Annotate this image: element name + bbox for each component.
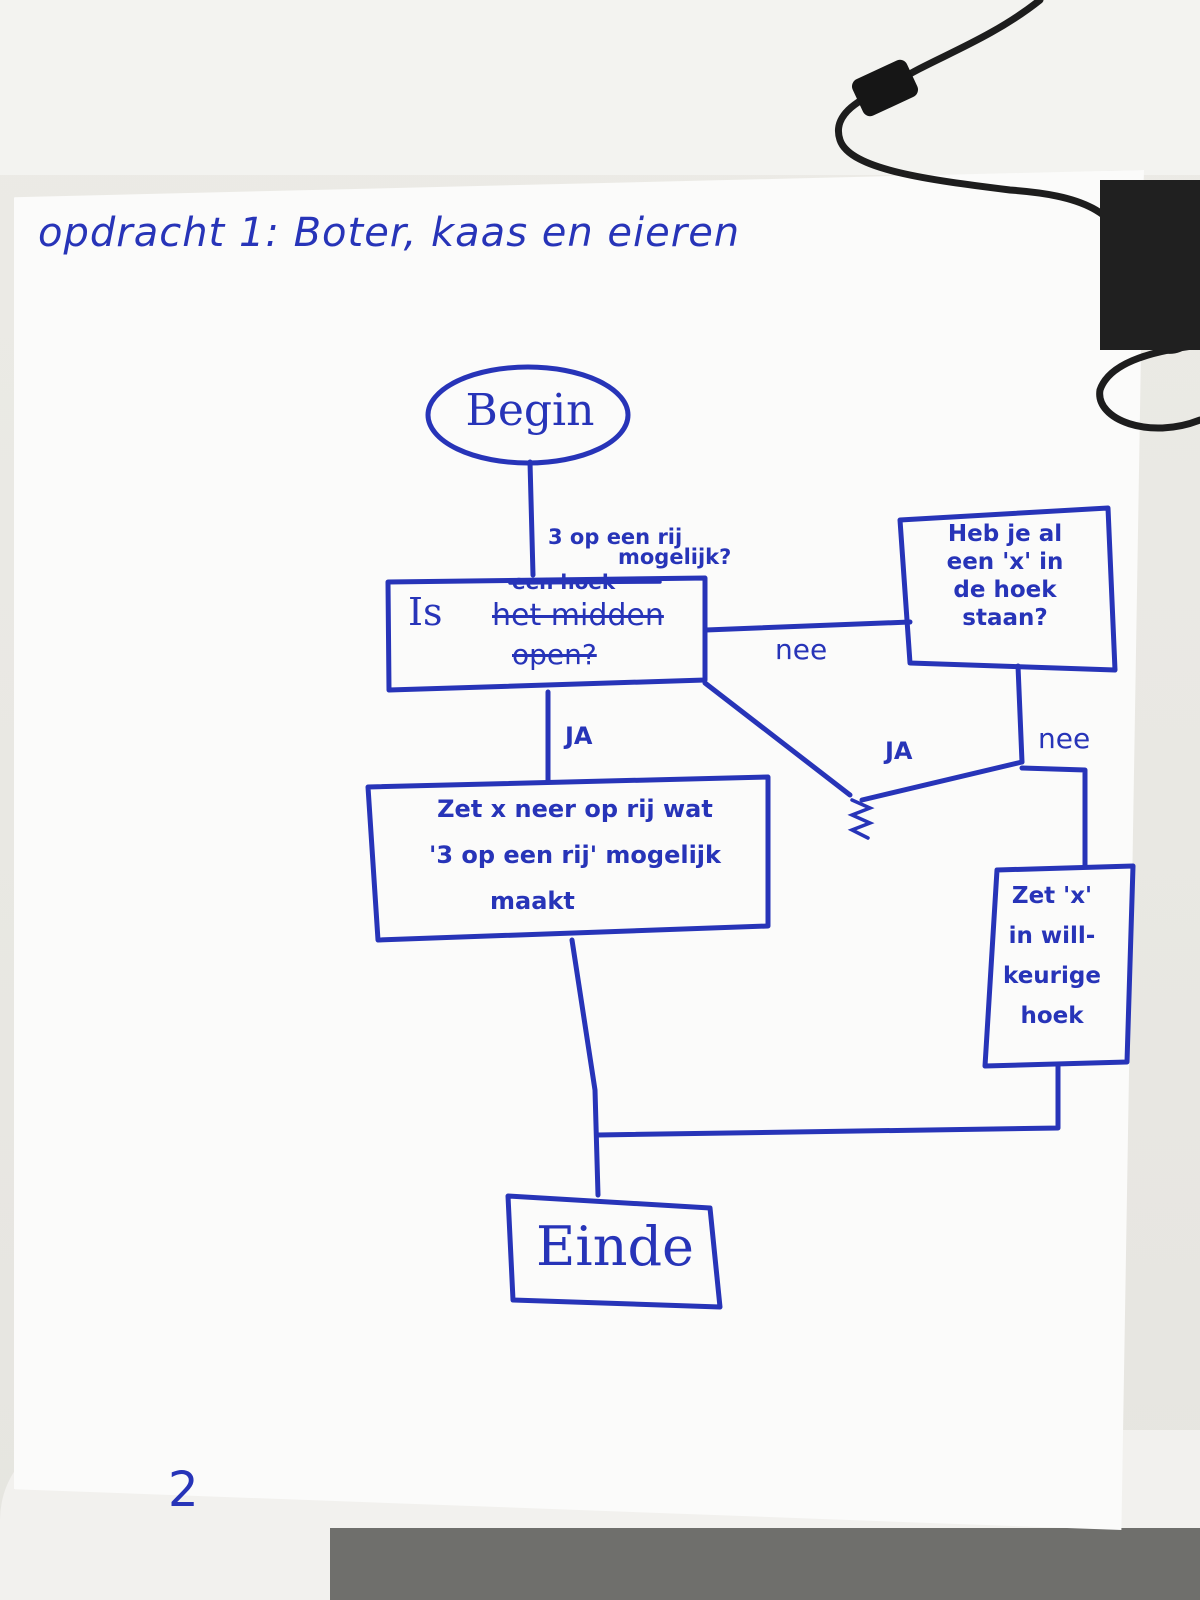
question1-note-line: mogelijk? <box>618 545 732 569</box>
connector-q2-down <box>1015 663 1025 765</box>
action2-line: keurige <box>1003 963 1101 989</box>
end-node-box <box>505 1193 723 1310</box>
begin-node-label: Begin <box>465 385 595 436</box>
connector-a2-end <box>595 1063 1061 1138</box>
connector-q2-ja <box>859 759 1025 803</box>
floor <box>330 1528 1200 1600</box>
question2-box <box>897 505 1118 673</box>
connector-begin-q1 <box>527 459 536 578</box>
question2-line: Heb je al <box>947 521 1063 547</box>
cable-2 <box>1096 341 1200 432</box>
action2-line: Zet 'x' <box>1011 883 1093 909</box>
question2-line: een 'x' in <box>946 549 1064 575</box>
connector-q1-q2 <box>703 619 913 633</box>
action1-line: Zet x neer op rij wat <box>437 795 713 823</box>
action2-line: in will- <box>1008 923 1096 949</box>
edge-label-q2-no: nee <box>1038 722 1091 755</box>
action1-label: Zet x neer op rij wat '3 op een rij' mog… <box>380 786 770 924</box>
cable-ferrite <box>851 59 919 117</box>
question1-struck-text: een hoek <box>512 570 616 594</box>
question1-note: 3 op een rij mogelijk? <box>548 525 732 569</box>
edge-label-q2-yes: JA <box>885 737 913 765</box>
question1-is-label: Is <box>408 590 443 634</box>
merge-scribble <box>847 798 875 840</box>
connector-a1-end <box>569 937 601 1198</box>
question2-line: staan? <box>962 605 1048 631</box>
question1-struck-text: het midden <box>492 598 664 633</box>
action1-line: '3 op een rij' mogelijk <box>428 841 721 869</box>
strike-line <box>508 580 662 585</box>
connector-q1-merge <box>702 680 853 798</box>
page-number: 2 <box>168 1462 199 1518</box>
edge-label-q1-yes: JA <box>565 722 593 750</box>
action1-line: maakt <box>490 887 575 915</box>
charger-block <box>1100 180 1200 350</box>
question1-struck-text: open? <box>512 638 597 671</box>
edge-label-q1-no: nee <box>775 633 828 666</box>
question1-box <box>385 575 708 693</box>
question2-line: de hoek <box>953 577 1057 603</box>
action2-box <box>982 863 1136 1069</box>
diagram-title: opdracht 1: Boter, kaas en eieren <box>38 210 741 256</box>
connector-q2-a2 <box>1019 765 1088 869</box>
question1-note-line: 3 op een rij <box>548 525 683 549</box>
action2-line: hoek <box>1020 1003 1084 1029</box>
question2-label: Heb je al een 'x' in de hoek staan? <box>905 520 1105 632</box>
end-node-label: Einde <box>536 1215 694 1278</box>
action1-box <box>365 774 771 943</box>
action2-label: Zet 'x' in will- keurige hoek <box>992 876 1112 1036</box>
